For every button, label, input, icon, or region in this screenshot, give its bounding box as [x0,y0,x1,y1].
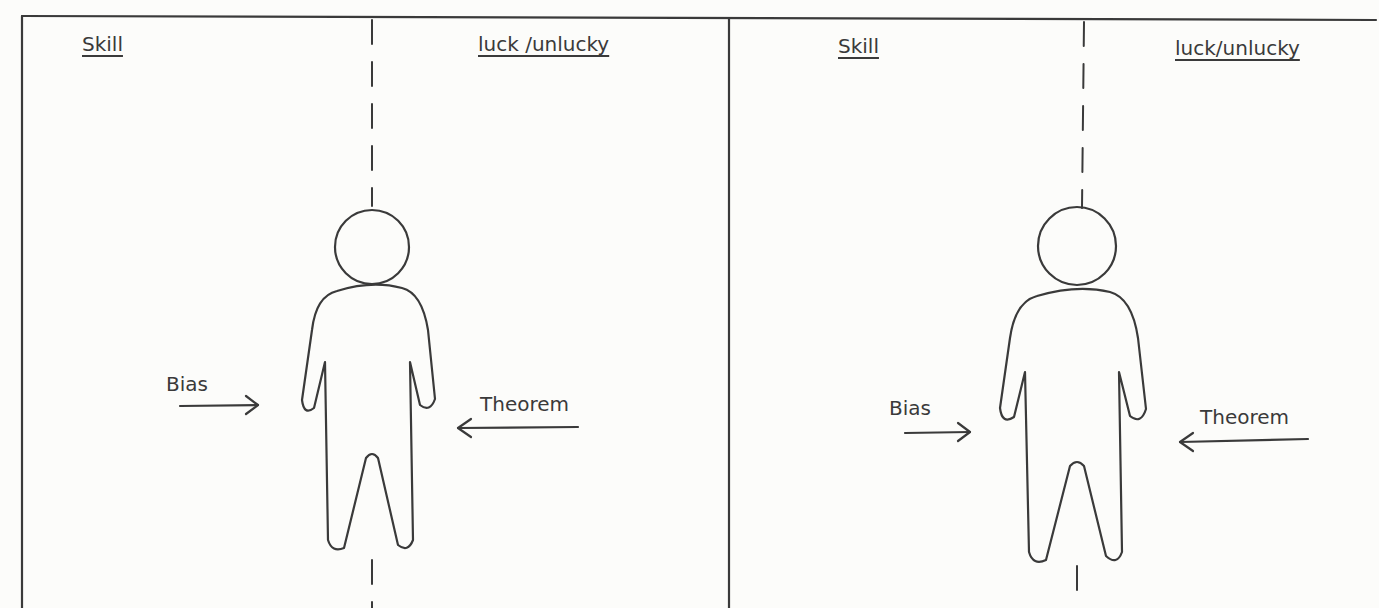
figure-body [1000,289,1146,562]
figure-head [335,210,409,284]
frame-top [22,16,1376,20]
arrow-label: Theorem [1200,405,1289,429]
panel-heading: luck/unlucky [1175,36,1300,60]
stick-figure [302,210,435,549]
bias-arrow [905,432,970,433]
theorem-arrow [458,427,578,428]
figure-head [1038,207,1116,285]
panel-heading: Skill [838,34,879,58]
arrow-label: Bias [889,396,931,420]
stick-figure [1000,207,1146,562]
dashed-axis [1082,22,1084,208]
panel-heading: Skill [82,32,123,56]
panel-heading: luck /unlucky [478,32,609,56]
frame-left [21,16,23,608]
figure-body [302,285,435,550]
arrow-head [1180,433,1193,451]
dashed-axis [371,560,373,608]
bias-arrow [180,405,258,406]
arrow-label: Bias [166,372,208,396]
panel-divider [728,18,730,608]
dashed-axis [371,20,373,206]
arrow-head [958,423,970,441]
arrow-label: Theorem [480,392,569,416]
arrow-head [458,419,471,437]
dashed-axis [1076,566,1078,608]
theorem-arrow [1180,439,1308,442]
arrow-head [246,396,258,414]
